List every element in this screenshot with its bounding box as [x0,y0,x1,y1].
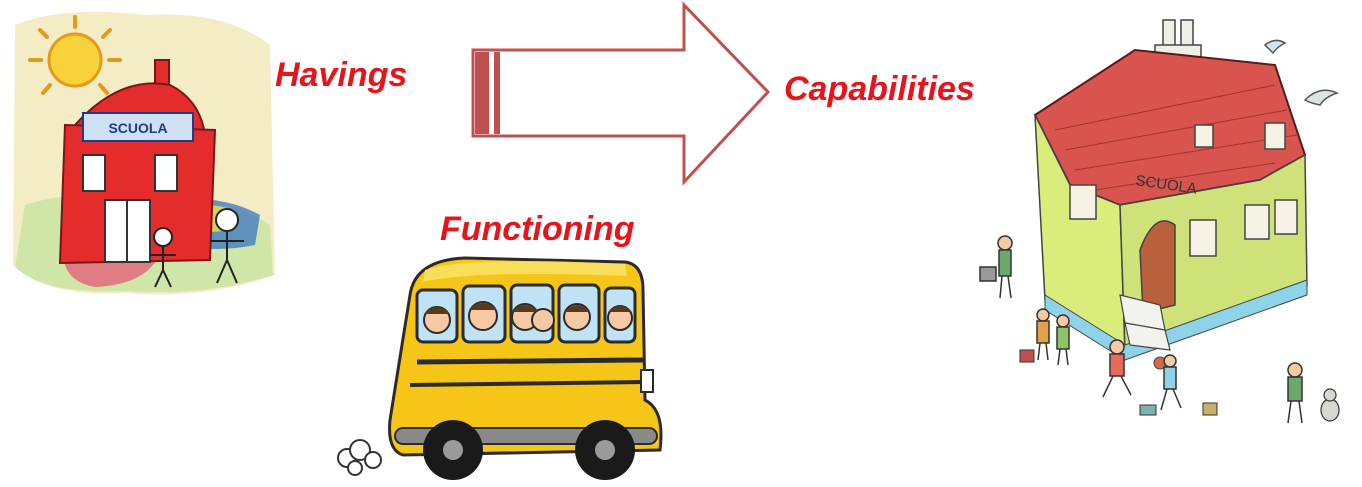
bus-wheel-icon [575,420,635,480]
school-bus-illustration [337,256,663,480]
functioning-label: Functioning [440,210,635,248]
school-sign-left: SCUOLA [108,120,167,136]
sun-icon [47,32,103,88]
right-arrow-icon [471,1,770,186]
bird-icon [1303,89,1340,106]
cat-icon [1320,388,1340,422]
bus-wheel-icon [423,420,483,480]
bird-icon [1263,39,1287,55]
school-building-right: SCUOLA [979,19,1340,424]
capabilities-label: Capabilities [784,70,975,108]
exhaust-puff-icon [337,439,382,476]
havings-label: Havings [275,56,408,94]
school-drawing-left: SCUOLA [5,5,280,300]
